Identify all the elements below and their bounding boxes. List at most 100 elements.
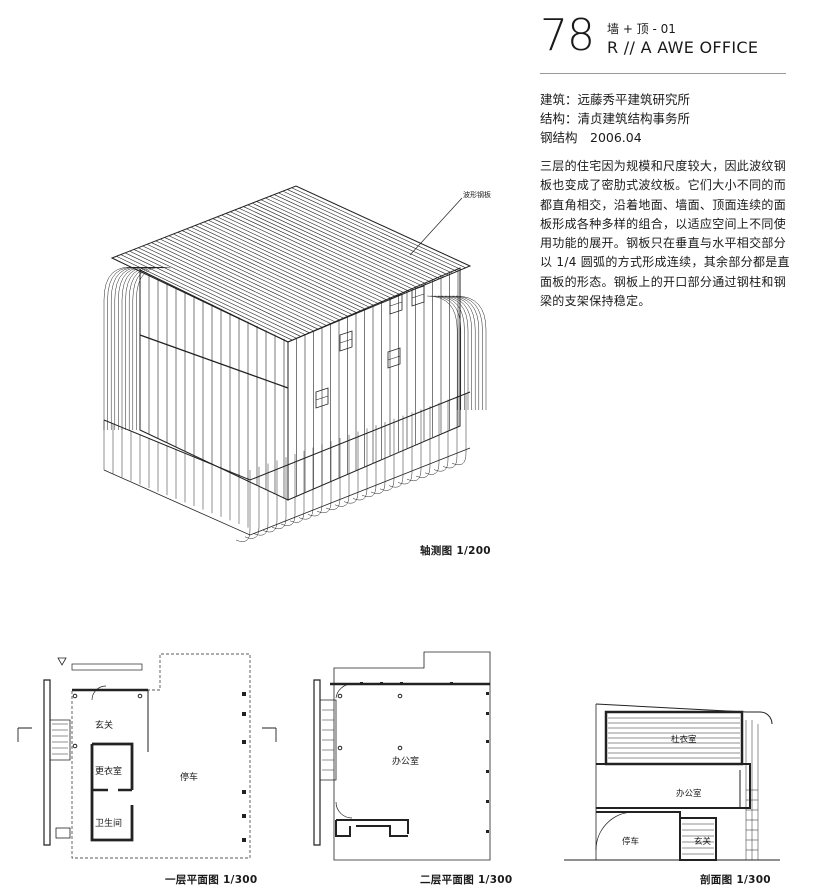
axonometric-drawing [103,185,487,542]
structure-edge [118,266,153,430]
corrugated-steel-label: 波形钢板 [463,191,491,199]
structure-edge [103,447,471,536]
corrugation-line [139,334,289,389]
structure-edge [114,266,149,430]
corrugation-line [173,233,349,317]
room-label-parking-section: 停车 [622,837,640,847]
structure-edge [103,391,471,481]
structure-edge [121,266,157,430]
corrugation-line [212,218,388,301]
structure-edge [132,266,167,430]
corrugation-line [186,228,362,312]
corrugation-line [315,395,329,401]
structure-edge [325,438,341,510]
structure-edge [430,295,462,410]
structure-edge [389,293,403,315]
corrugation-line [190,226,367,310]
room-label-office-section: 办公室 [676,789,702,799]
structure-edge [280,454,296,526]
structure-edge [437,295,469,410]
structure-edge [387,347,401,369]
corrugation-line [160,238,336,323]
page-number: 78 [540,10,595,61]
room-label-office: 办公室 [392,757,420,767]
structure-edge [455,295,487,410]
structure-edge [307,444,323,517]
corrugation-line [217,216,393,299]
structure-edge [316,441,332,514]
room-label-changing: 更衣室 [95,767,123,777]
structure-edge [298,447,314,520]
corrugation-line [164,237,341,321]
structure-edge [244,466,260,539]
credit-date: 钢结构 2006.04 [540,130,642,145]
structure-edge [343,431,359,504]
structure-edge [434,295,465,410]
corrugation-line [243,206,419,288]
corrugation-line [265,197,440,279]
corrugation-line [168,235,345,319]
corrugation-line [199,223,375,307]
structure-edge [411,285,425,307]
structure-edge [287,267,461,501]
corrugation-line [260,199,436,281]
corrugation-line [273,194,449,276]
corrugation-line [238,208,414,290]
first-floor-plan-caption: 一层平面图 1/300 [165,874,258,886]
structure-edge [136,266,171,430]
structure-edge [433,399,449,472]
structure-edge [441,295,472,410]
corrugation-line [138,247,315,332]
structure-edge [253,463,269,536]
structure-edge [451,393,467,466]
corrugation-line [129,250,306,336]
corrugation-line [282,190,458,272]
corrugation-line [247,204,423,287]
structure-edge [388,415,404,488]
first-floor-plan [17,653,277,859]
corrugation-line [225,213,401,296]
structure-edge [334,434,350,507]
corrugation-line [208,220,384,303]
corrugation-line [116,256,293,341]
corrugation-line [387,355,401,361]
corrugation-line [409,197,463,256]
structure-edge [445,295,476,410]
section-caption: 剖面图 1/300 [700,874,771,886]
structure-edge [235,470,251,542]
structure-edge [289,450,305,523]
structure-edge [442,396,458,469]
structure-edge [262,460,278,533]
section-drawing [564,703,780,861]
room-label-parking: 停车 [180,773,199,783]
second-floor-plan-caption: 二层平面图 1/300 [420,874,513,886]
corrugation-line [389,301,403,307]
corrugation-line [252,202,427,285]
corrugation-line [125,252,302,337]
credit-architect: 建筑：远藤秀平建筑研究所 [540,92,691,107]
corrugation-line [120,254,297,339]
structure-edge [452,295,483,410]
room-label-toilet: 卫生间 [95,819,123,829]
corrugation-line [256,201,432,283]
section-subtitle: 墙 + 顶 - 01 [607,22,676,36]
structure-edge [339,330,353,352]
corrugation-line [177,232,354,316]
axonometric-caption: 轴测图 1/200 [420,545,491,557]
second-floor-plan [313,651,491,861]
corrugation-line [155,240,332,325]
structure-edge [415,406,431,478]
corrugation-line [195,225,371,308]
corrugation-line [234,209,410,292]
corrugation-line [181,230,358,314]
room-label-closet: 杜衣室 [671,735,697,745]
room-label-entrance-section: 玄关 [694,837,712,847]
corrugation-line [278,192,453,274]
structure-edge [271,457,287,530]
structure-edge [448,295,480,410]
header-divider [540,73,786,74]
corrugation-line [291,187,466,269]
structure-edge [315,387,329,409]
corrugation-line [203,221,380,305]
corrugation-line [269,196,445,278]
